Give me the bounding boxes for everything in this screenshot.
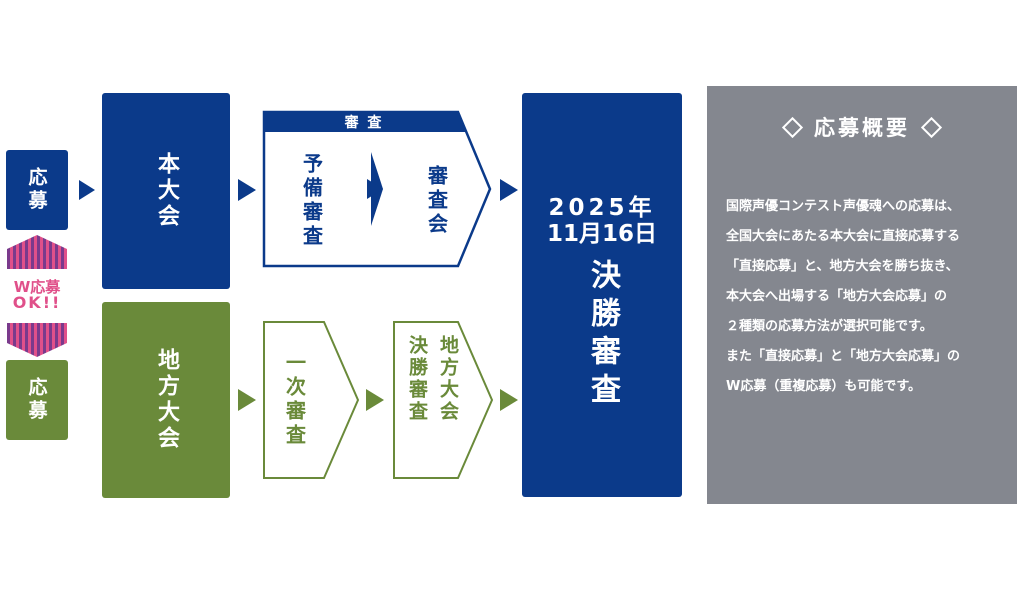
apply-box-direct: 応募 (6, 150, 68, 230)
regional-step1-label: 一次審査 (282, 352, 307, 448)
screening-step2-label: 審査会 (424, 165, 449, 237)
badge-bottom-hex (7, 323, 67, 357)
apply-label-regional: 応募 (25, 377, 48, 423)
screening-header-label: 審 査 (344, 115, 384, 131)
screening-header: 審 査 (264, 112, 464, 132)
summary-line: 国際声優コンテスト声優魂への応募は、 (726, 199, 961, 214)
summary-panel: 応募概要 国際声優コンテスト声優魂への応募は、 全国大会にあたる本大会に直接応募… (707, 86, 1017, 504)
screening-header-bar (264, 112, 466, 132)
regional-step2: 地方大会 決勝審査 (400, 335, 466, 465)
summary-line: W応募（重複応募）も可能です。 (726, 379, 922, 394)
final-date-line2: 11月16日 (546, 221, 657, 247)
screening-step2: 審査会 (407, 140, 467, 262)
badge-line2: OK!! (12, 293, 62, 313)
summary-line: また「直接応募」と「地方大会応募」の (726, 349, 961, 364)
summary-line: 本大会へ出場する「地方大会応募」の (726, 289, 948, 304)
arrow-first-to-regional-final (366, 389, 384, 411)
diamond-right-icon (920, 116, 943, 138)
regional-round-label: 地方大会 (154, 348, 179, 452)
regional-step1-frame (263, 321, 360, 479)
badge-top-hex (7, 235, 67, 269)
arrow-main-to-screening (238, 179, 256, 201)
arrow-screening-to-final (500, 179, 518, 201)
regional-step1: 一次審査 (265, 330, 325, 470)
main-round-box: 本大会 (102, 93, 230, 289)
main-round-label: 本大会 (154, 152, 179, 230)
summary-title-text: 応募概要 (814, 116, 910, 140)
w-apply-badge (7, 235, 67, 357)
diamond-left-icon (781, 116, 804, 138)
summary-line: 全国大会にあたる本大会に直接応募する (726, 229, 961, 244)
summary-body: 国際声優コンテスト声優魂への応募は、 全国大会にあたる本大会に直接応募する 「直… (707, 192, 1017, 402)
badge-line1: W応募 (13, 277, 61, 296)
arrow-regional-to-first (238, 389, 256, 411)
w-apply-badge-text: W応募 OK!! (0, 271, 74, 321)
apply-box-regional: 応募 (6, 360, 68, 440)
summary-line: 「直接応募」と、地方大会を勝ち抜き、 (726, 259, 959, 274)
regional-step2-frame (393, 321, 494, 479)
summary-line: ２種類の応募方法が選択可能です。 (726, 319, 933, 334)
screening-step1-label: 予備審査 (299, 153, 324, 249)
arrow-screening-inner (367, 179, 383, 199)
summary-title: 応募概要 (707, 112, 1017, 142)
regional-round-box: 地方大会 (102, 302, 230, 498)
regional-step2-col1: 地方大会 (437, 335, 459, 423)
arrow-regional-to-final (500, 389, 518, 411)
final-date-line1: 2025年 (548, 195, 656, 221)
screening-step1: 予備審査 (282, 140, 342, 262)
final-label: 決勝審査 (585, 259, 620, 411)
final-box: 2025年 11月16日 決勝審査 (522, 93, 682, 497)
regional-step2-col2: 決勝審査 (406, 335, 428, 423)
arrow-apply-to-main (79, 180, 95, 200)
apply-label-direct: 応募 (25, 167, 48, 213)
